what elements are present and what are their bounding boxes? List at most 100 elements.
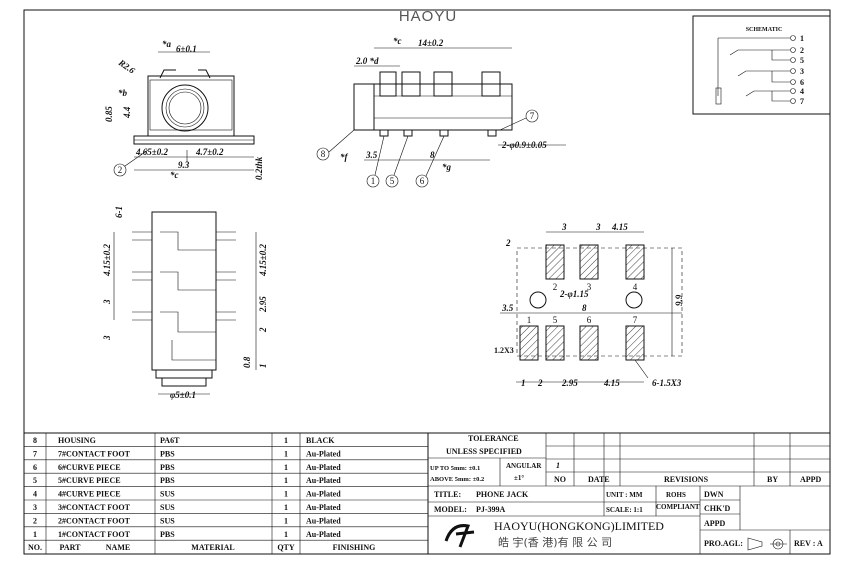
bom-cell-no: 3 (33, 503, 37, 512)
fp-dim-b1: 1 (521, 378, 526, 388)
footprint-pad-label: 1 (527, 315, 532, 325)
side-dim-pitch2: 8 (430, 150, 435, 160)
bom-cell-name: HOUSING (58, 436, 96, 445)
side-dim-pitch1: 3.5 (365, 150, 378, 160)
bom-cell-qty: 1 (284, 476, 288, 485)
bom-cell-name: 3#CONTACT FOOT (58, 503, 131, 512)
side-callout-6: 6 (420, 176, 425, 186)
schematic-terminal (790, 35, 796, 41)
bom-header-qty: QTY (277, 543, 295, 552)
bom-cell-finishing: Au-Plated (306, 530, 341, 539)
footprint-pad-label: 5 (553, 315, 558, 325)
bom-cell-no: 6 (33, 463, 37, 472)
title-value: PHONE JACK (476, 490, 529, 499)
bom-cell-material: PBS (160, 463, 175, 472)
side-callout-1: 1 (371, 176, 376, 186)
tolerance-up5: UP TO 5mm: ±0.1 (430, 465, 480, 472)
tolerance-angular: ANGULAR (506, 462, 542, 470)
bom-header-part: PART (60, 543, 82, 552)
front-dim-h2: 4.4 (122, 106, 132, 119)
side-callout-7: 7 (530, 111, 535, 121)
bom-cell-qty: 1 (284, 503, 288, 512)
side-callout-8: 8 (321, 149, 326, 159)
front-callout: 2 (118, 165, 123, 175)
bom-header-no: NO. (28, 543, 42, 552)
bom-cell-material: SUS (160, 490, 175, 499)
schematic-terminal (790, 79, 796, 85)
bottom-view: 6-1 4.15±0.2 3 3 4.15±0.2 2.95 2 0.8 1 φ… (102, 206, 268, 400)
schematic-title: SCHEMATIC (746, 27, 783, 33)
schematic-terminal (790, 98, 796, 104)
bom-cell-finishing: Au-Plated (306, 449, 341, 458)
bom-cell-finishing: Au-Plated (306, 490, 341, 499)
bottom-dim-top: 6-1 (114, 206, 124, 218)
rev-col-revisions: REVISIONS (664, 475, 709, 484)
projection-symbol-icon (747, 537, 787, 551)
front-dim-a: 6±0.1 (176, 44, 197, 54)
bom-cell-material: PBS (160, 476, 175, 485)
side-callout-5: 5 (390, 176, 395, 186)
tolerance-label: TOLERANCE (468, 434, 519, 443)
bottom-dim-p2: 3 (102, 299, 112, 305)
rev-col-by: BY (767, 475, 778, 484)
footprint-pad (545, 325, 565, 361)
title-label: TITLE: (434, 490, 461, 499)
side-dim-length: 14±0.2 (418, 38, 444, 48)
bottom-dim-p1-right: 4.15±0.2 (258, 244, 268, 277)
schematic-pin-label: 3 (800, 67, 804, 76)
model-label: MODEL: (434, 505, 467, 514)
footprint-pad-label: 7 (633, 315, 638, 325)
footprint-pad (579, 325, 599, 361)
fp-dim-pads: 6-1.5X3 (652, 378, 682, 388)
rohs-label: ROHS (666, 491, 686, 499)
footprint-pad (579, 244, 599, 280)
bom-header-name: NAME (106, 543, 130, 552)
fp-dim-b3: 2.95 (561, 378, 578, 388)
footprint-pad (625, 244, 645, 280)
footprint-pad (545, 244, 565, 280)
company-name-cn: 皓 宇(香 港)有 限 公 司 (498, 535, 612, 549)
side-dim-d: 2.0 *d (355, 56, 379, 66)
rev-col-date: DATE (588, 475, 610, 484)
fp-dim-pad: 1.2X3 (494, 346, 514, 355)
side-view: *c 14±0.2 2.0 *d 3.5 8 *g *f 2-φ0.9±0.05… (316, 36, 566, 188)
projection-angle-label: PRO.AGL: (704, 539, 743, 548)
bom-header-finishing: FINISHING (333, 543, 376, 552)
bom-cell-no: 5 (33, 476, 37, 485)
bom-cell-no: 2 (33, 516, 37, 525)
front-dim-thk: 0.2thk (254, 156, 264, 180)
schematic-terminal (790, 57, 796, 63)
front-dim-w1: 4.65±0.2 (135, 147, 168, 157)
schematic-terminal (790, 88, 796, 94)
tolerance-above5: ABOVE 5mm: ±0.2 (430, 476, 484, 483)
schematic-pin-label: 5 (800, 56, 804, 65)
bom-cell-no: 4 (33, 490, 37, 499)
bom-cell-qty: 1 (284, 449, 288, 458)
fp-dim-hole: 2-φ1.15 (559, 289, 589, 299)
bom-cell-finishing: Au-Plated (306, 503, 341, 512)
front-dim-h1: 0.85 (104, 106, 114, 122)
bom-cell-name: 2#CONTACT FOOT (58, 516, 131, 525)
unit-label: UNIT : MM (606, 491, 643, 499)
front-dim-c-label: *c (170, 170, 179, 180)
footprint-pad-label: 2 (553, 282, 558, 292)
side-dim-f: *f (340, 152, 349, 162)
footprint-pad (519, 325, 539, 361)
rev-col-no: NO (554, 475, 566, 484)
bom-header-material: MATERIAL (191, 543, 234, 552)
revision-number: 1 (556, 461, 560, 470)
schematic-pin-label: 2 (800, 46, 804, 55)
front-dim-b-label: *b (118, 88, 128, 98)
tolerance-unless: UNLESS SPECIFIED (446, 447, 522, 456)
bottom-dim-p2-right: 2.95 (258, 296, 268, 313)
